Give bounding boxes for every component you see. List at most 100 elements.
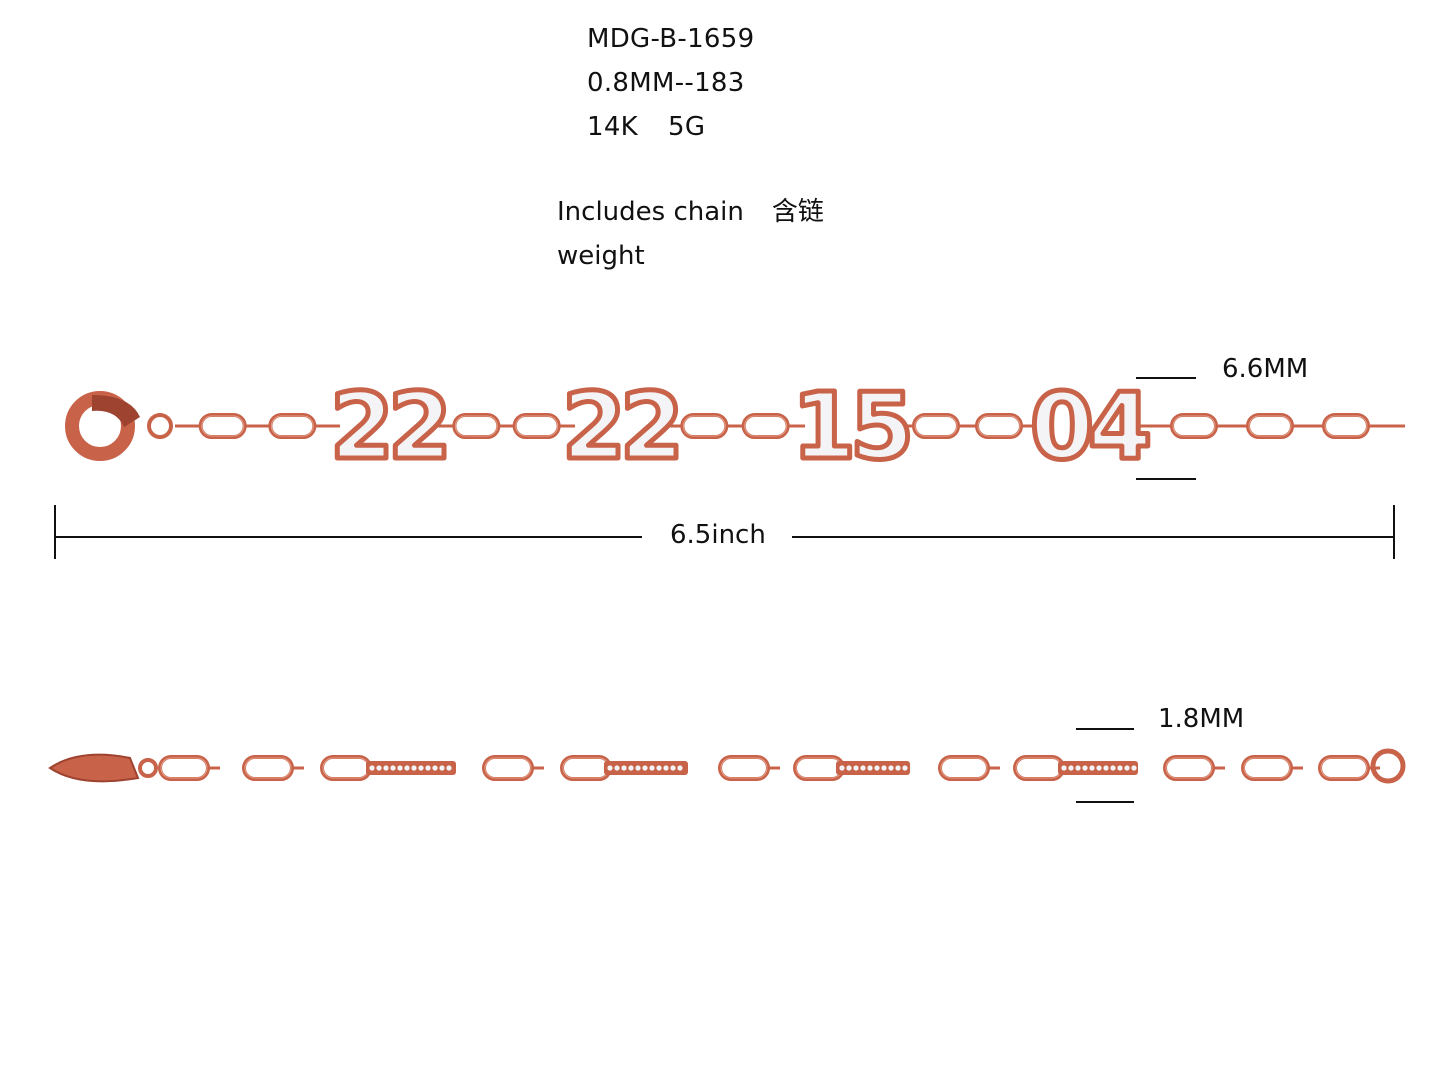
- bar-stone: [649, 765, 655, 771]
- bar-stone: [439, 765, 445, 771]
- chain-link: [1318, 755, 1370, 781]
- bar-stone: [670, 765, 676, 771]
- bar-stone: [888, 765, 894, 771]
- bar-stone: [635, 765, 641, 771]
- length-line-left: [55, 536, 642, 538]
- bar-stone: [881, 765, 887, 771]
- bar-stone: [677, 765, 683, 771]
- chain-link-highlight: [1324, 415, 1368, 437]
- chain-link: [793, 755, 845, 781]
- jump-ring-icon: [138, 758, 158, 778]
- chain-link: [1170, 413, 1218, 439]
- jump-ring-icon: [147, 413, 173, 439]
- bar-stone: [1124, 765, 1130, 771]
- bar-stone: [446, 765, 452, 771]
- chain-link: [741, 413, 790, 439]
- chain-link: [938, 755, 990, 781]
- total-weight: 5G: [668, 112, 706, 142]
- lobster-clasp-icon: [48, 753, 140, 783]
- bar-stone: [867, 765, 873, 771]
- charm-height-bottom-line: [1136, 478, 1196, 480]
- product-code: MDG-B-1659: [587, 24, 755, 54]
- bar-stone: [628, 765, 634, 771]
- bar-stone: [656, 765, 662, 771]
- chain-link-highlight: [914, 415, 958, 437]
- bar-stone: [846, 765, 852, 771]
- bar-stone: [376, 765, 382, 771]
- chain-link: [242, 755, 294, 781]
- chain-link: [320, 755, 372, 781]
- metal-weight-line: 14K 5G: [587, 112, 705, 142]
- bar-stone: [425, 765, 431, 771]
- chain-link-highlight: [1165, 757, 1213, 779]
- end-ring-icon: [1370, 748, 1406, 784]
- bar-stone: [621, 765, 627, 771]
- chain-link: [1246, 413, 1294, 439]
- bar-stone: [860, 765, 866, 771]
- metal-purity: 14K: [587, 112, 639, 142]
- charm-numerals: 22: [562, 373, 678, 480]
- bar-stone: [397, 765, 403, 771]
- chain-link: [912, 413, 960, 439]
- chain-link-highlight: [1248, 415, 1292, 437]
- chain-link: [512, 413, 561, 439]
- chain-link: [452, 413, 501, 439]
- number-charm-3: 15: [789, 371, 916, 483]
- chain-link: [1241, 755, 1293, 781]
- number-charm-2: 22: [559, 371, 686, 483]
- pave-bar-1: [366, 761, 456, 775]
- chain-link-highlight: [795, 757, 843, 779]
- chain-link: [975, 413, 1023, 439]
- chain-link: [482, 755, 534, 781]
- chain-link-highlight: [270, 415, 314, 437]
- weight-note-cn: 含链: [771, 197, 824, 227]
- bar-stone: [1103, 765, 1109, 771]
- weight-note-text: Includes chain: [557, 197, 744, 227]
- wire-spec: 0.8MM--183: [587, 68, 745, 98]
- chain-link-highlight: [484, 757, 532, 779]
- bar-stone: [607, 765, 613, 771]
- chain-link-highlight: [562, 757, 610, 779]
- number-charm-4: 04: [1027, 371, 1156, 483]
- length-right-tick: [1393, 505, 1395, 559]
- bar-stone: [874, 765, 880, 771]
- weight-note-line1: Includes chain 含链: [557, 190, 824, 234]
- charm-height-label: 6.6MM: [1222, 354, 1309, 384]
- bar-stone: [614, 765, 620, 771]
- charm-numerals: 22: [330, 373, 446, 480]
- bar-stone: [1096, 765, 1102, 771]
- chain-link-highlight: [1243, 757, 1291, 779]
- chain-link: [1013, 755, 1065, 781]
- bar-stone: [418, 765, 424, 771]
- bar-stone: [1089, 765, 1095, 771]
- bar-stone: [1117, 765, 1123, 771]
- bar-stone: [432, 765, 438, 771]
- pave-bar-3: [836, 761, 910, 775]
- chain-link: [1322, 413, 1370, 439]
- clasp-trigger: [92, 395, 140, 427]
- charm-numerals: 04: [1030, 373, 1148, 480]
- bar-stone: [404, 765, 410, 771]
- chain-link: [198, 413, 247, 439]
- chain-link-highlight: [1172, 415, 1216, 437]
- weight-note-line2: weight: [557, 241, 645, 271]
- chain-link-highlight: [1015, 757, 1063, 779]
- bar-stone: [369, 765, 375, 771]
- chain-link: [560, 755, 612, 781]
- chain-link-highlight: [940, 757, 988, 779]
- length-left-tick: [54, 505, 56, 559]
- bar-stone: [1082, 765, 1088, 771]
- chain-link-highlight: [977, 415, 1021, 437]
- length-line-right: [792, 536, 1394, 538]
- charm-height-top-line: [1136, 377, 1196, 379]
- chain-link-highlight: [160, 757, 208, 779]
- number-charm-bracelet: 22 22 15 04: [65, 371, 1405, 483]
- charm-numerals: 15: [792, 373, 908, 480]
- number-charm-1: 22: [327, 371, 454, 483]
- chain-link: [158, 755, 210, 781]
- chain-link-highlight: [515, 415, 559, 437]
- chain-link-highlight: [720, 757, 768, 779]
- bar-stone: [663, 765, 669, 771]
- bar-stone: [1131, 765, 1137, 771]
- chain-link-highlight: [1320, 757, 1368, 779]
